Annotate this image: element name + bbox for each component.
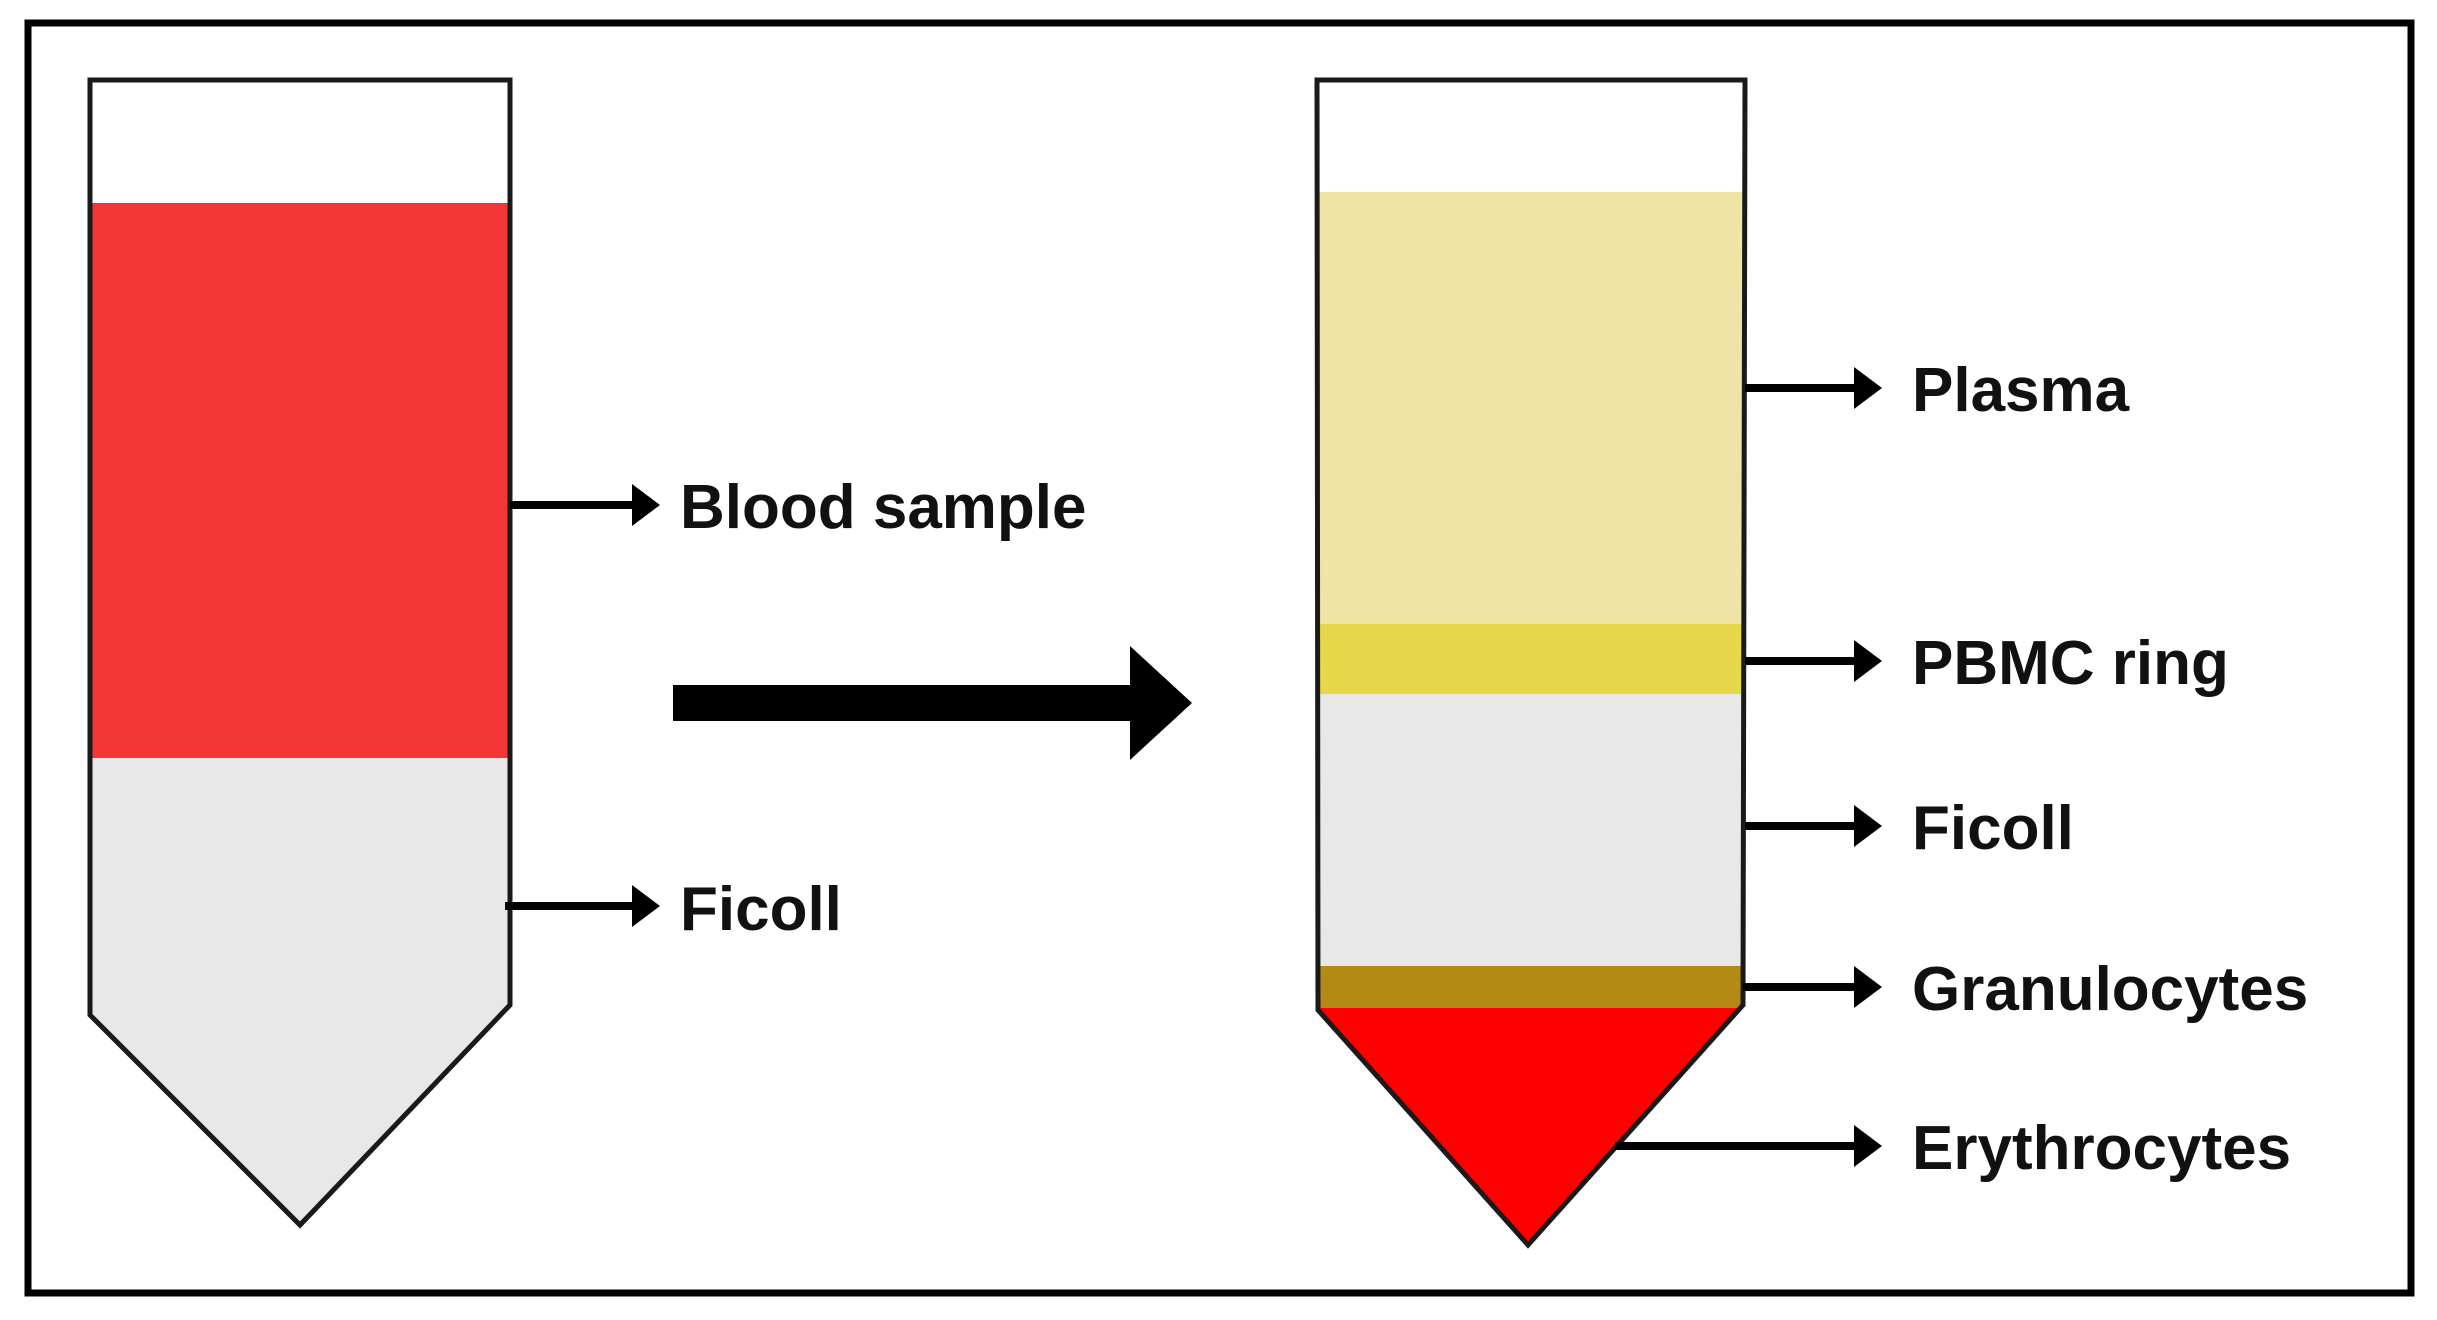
right-arrow-icon (632, 885, 660, 927)
right-ficoll-label: Ficoll (1912, 794, 2074, 863)
granulocytes-layer (1317, 966, 1745, 1008)
right-ficoll-layer (1317, 694, 1745, 966)
plasma-label: Plasma (1912, 356, 2130, 425)
erythrocytes-label: Erythrocytes (1912, 1114, 2291, 1183)
process-arrow (673, 646, 1192, 760)
blood-sample-label: Blood sample (680, 473, 1087, 542)
right-ficoll-pointer (1745, 805, 1882, 847)
left-ficoll-label: Ficoll (680, 875, 842, 944)
pbmc-ring-label: PBMC ring (1912, 629, 2229, 698)
granulocytes-label: Granulocytes (1912, 955, 2308, 1024)
plasma-pointer (1745, 367, 1882, 409)
blood-sample-pointer (510, 484, 660, 526)
pbmc-ring-layer (1317, 624, 1745, 694)
right-arrow-icon (1854, 640, 1882, 682)
right-arrow-icon (632, 484, 660, 526)
right-arrow-icon (1130, 646, 1192, 760)
plasma-layer (1317, 192, 1745, 624)
left-ficoll-pointer (505, 885, 660, 927)
process-arrow-shaft (673, 685, 1153, 721)
pbmc-ring-pointer (1745, 640, 1882, 682)
erythrocytes-pointer (1615, 1125, 1882, 1167)
right-arrow-icon (1854, 1125, 1882, 1167)
right-arrow-icon (1854, 966, 1882, 1008)
right-empty-space (1317, 80, 1745, 192)
left-empty-space (90, 80, 510, 203)
granulocytes-pointer (1743, 966, 1882, 1008)
right-arrow-icon (1854, 805, 1882, 847)
left-tube-outline (87, 77, 513, 1229)
after-tube: Plasma PBMC ring Ficoll Granulocytes Ery… (1314, 77, 2308, 1249)
right-tube-outline (1314, 77, 1748, 1249)
blood-sample-layer (90, 203, 510, 758)
right-arrow-icon (1854, 367, 1882, 409)
